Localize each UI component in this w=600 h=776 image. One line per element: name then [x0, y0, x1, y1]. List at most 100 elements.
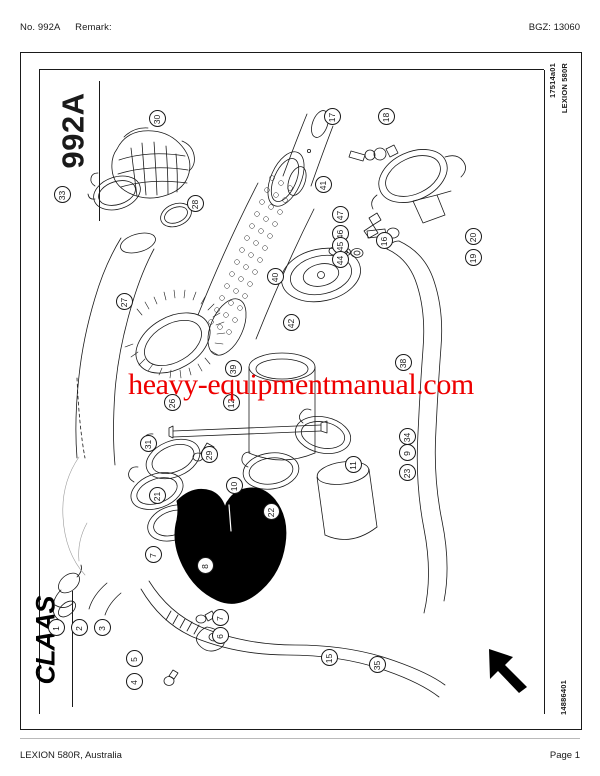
callout-balloon-44[interactable]: 44 [332, 251, 349, 268]
callout-balloon-20[interactable]: 20 [465, 228, 482, 245]
callout-balloon-label: 30 [152, 114, 162, 125]
callout-balloon-label: 17 [327, 112, 337, 123]
callout-balloon-41[interactable]: 41 [315, 176, 332, 193]
callout-balloon-label: 7 [148, 553, 158, 558]
footer-model: LEXION 580R, Australia [20, 750, 122, 761]
callout-balloon-4[interactable]: 4 [126, 673, 143, 690]
part-bracket-16 [412, 190, 452, 224]
callout-balloon-47[interactable]: 47 [332, 206, 349, 223]
page-header: No. 992A Remark: BGZ: 13060 [0, 0, 600, 44]
callout-balloon-9[interactable]: 9 [399, 444, 416, 461]
callout-balloon-18[interactable]: 18 [378, 108, 395, 125]
callout-balloon-6[interactable]: 6 [212, 627, 229, 644]
callout-balloon-19[interactable]: 19 [465, 249, 482, 266]
callout-balloon-16[interactable]: 16 [376, 232, 393, 249]
callout-balloon-label: 28 [190, 199, 200, 210]
part-clamp-9 [241, 451, 300, 490]
callout-balloon-label: 47 [335, 210, 345, 221]
callout-balloon-label: 2 [74, 626, 84, 631]
part-tube-11 [316, 461, 378, 540]
callout-balloon-label: 44 [335, 255, 345, 266]
callout-balloon-label: 19 [468, 253, 478, 264]
callout-balloon-22[interactable]: 22 [263, 503, 280, 520]
callout-balloon-label: 21 [152, 491, 162, 502]
callout-balloon-label: 20 [468, 232, 478, 243]
callout-balloon-3[interactable]: 3 [94, 619, 111, 636]
callout-balloon-35[interactable]: 35 [369, 656, 386, 673]
bgz-label: BGZ: 13060 [528, 22, 580, 33]
callout-balloon-21[interactable]: 21 [149, 487, 166, 504]
callout-balloon-label: 23 [402, 468, 412, 479]
callout-balloon-34[interactable]: 34 [399, 428, 416, 445]
callout-balloon-label: 5 [129, 657, 139, 662]
callout-balloon-label: 40 [270, 272, 280, 283]
part-flexible-hose-38 [386, 240, 448, 614]
part-ribbed-hose [111, 127, 195, 199]
part-rod-29 [168, 420, 328, 439]
callout-balloon-7[interactable]: 7 [212, 609, 229, 626]
callout-balloon-38[interactable]: 38 [395, 354, 412, 371]
callout-balloon-1[interactable]: 1 [48, 619, 65, 636]
callout-balloon-label: 1 [51, 626, 61, 631]
callout-balloon-12[interactable]: 12 [223, 394, 240, 411]
callout-balloon-label: 7 [215, 616, 225, 621]
callout-balloon-39[interactable]: 39 [225, 360, 242, 377]
callout-balloon-42[interactable]: 42 [283, 314, 300, 331]
callout-balloon-label: 22 [266, 507, 276, 518]
callout-balloon-29[interactable]: 29 [201, 446, 218, 463]
assembly-number-title: 992A [55, 92, 91, 169]
callout-balloon-label: 12 [226, 398, 236, 409]
callout-balloon-label: 3 [97, 626, 107, 631]
callout-balloon-label: 33 [57, 190, 67, 201]
inner-border [39, 69, 545, 714]
callout-balloon-label: 31 [143, 439, 153, 450]
remark-label: Remark: [75, 22, 112, 33]
callout-balloon-28[interactable]: 28 [187, 195, 204, 212]
part-intake-tube-27 [75, 232, 156, 466]
callout-balloon-26[interactable]: 26 [164, 394, 181, 411]
callout-balloon-7[interactable]: 7 [145, 546, 162, 563]
callout-balloon-15[interactable]: 15 [321, 649, 338, 666]
logo-divider [71, 591, 73, 707]
part-bolt-17 [348, 144, 399, 162]
callout-balloon-label: 16 [379, 236, 389, 247]
part-clamp-34 [294, 408, 352, 454]
assembly-number-label: No. 992A [20, 22, 61, 33]
part-hose-clamp-33 [87, 172, 141, 211]
callout-balloon-8[interactable]: 8 [197, 557, 214, 574]
callout-balloon-label: 8 [200, 564, 210, 569]
callout-balloon-31[interactable]: 31 [140, 435, 157, 452]
callout-balloon-label: 35 [372, 660, 382, 671]
callout-balloon-33[interactable]: 33 [54, 186, 71, 203]
callout-balloon-label: 4 [129, 680, 139, 685]
callout-balloon-label: 9 [402, 451, 412, 456]
claas-logo: CLAAS [25, 587, 73, 711]
callout-balloon-17[interactable]: 17 [324, 108, 341, 125]
part-precleaner-39 [124, 289, 226, 379]
page-footer: LEXION 580R, Australia Page 1 [0, 736, 600, 776]
part-air-filter-element-40 [197, 151, 315, 356]
callout-balloon-2[interactable]: 2 [71, 619, 88, 636]
part-rubber-boot-8 [174, 487, 287, 604]
model-code-top: LEXION 580R [560, 63, 569, 114]
footer-divider [20, 738, 580, 739]
footer-page-number: Page 1 [549, 750, 580, 761]
title-block: 992A [43, 75, 103, 225]
callout-balloon-11[interactable]: 11 [345, 456, 362, 473]
part-bottom-hose [140, 580, 446, 698]
header-left-text: No. 992A Remark: [20, 22, 112, 33]
callout-balloon-27[interactable]: 27 [116, 293, 133, 310]
part-cover-18 [371, 149, 466, 210]
callout-balloon-5[interactable]: 5 [126, 650, 143, 667]
callout-balloon-label: 6 [215, 634, 225, 639]
drawing-code-bottom: 14886401 [559, 680, 568, 715]
part-end-cap-42 [281, 247, 361, 303]
callout-balloon-23[interactable]: 23 [399, 464, 416, 481]
callout-balloon-30[interactable]: 30 [149, 110, 166, 127]
callout-balloon-label: 42 [286, 318, 296, 329]
callout-balloon-label: 15 [324, 653, 334, 664]
callout-balloon-10[interactable]: 10 [226, 477, 243, 494]
callout-balloon-40[interactable]: 40 [267, 268, 284, 285]
part-small-fastener-4 [163, 669, 179, 686]
callout-balloon-label: 18 [381, 112, 391, 123]
